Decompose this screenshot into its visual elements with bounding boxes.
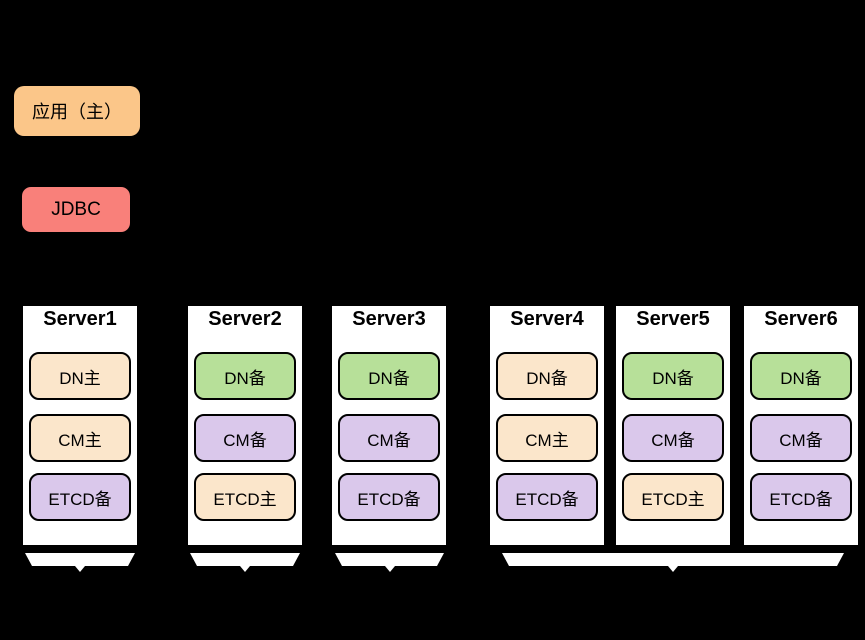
component-box: ETCD备 (750, 473, 852, 521)
component-box: CM备 (194, 414, 296, 462)
jdbc-to-server1-arrow-line (76, 232, 78, 340)
brace-icon (502, 553, 844, 566)
component-box: CM主 (29, 414, 131, 462)
component-box: ETCD主 (622, 473, 724, 521)
component-box: ETCD备 (496, 473, 598, 521)
component-box: DN备 (338, 352, 440, 400)
component-box: DN备 (194, 352, 296, 400)
brace-notch-icon (384, 566, 395, 572)
component-box: DN主 (29, 352, 131, 400)
component-box: ETCD备 (338, 473, 440, 521)
component-box: DN备 (750, 352, 852, 400)
component-box: CM备 (338, 414, 440, 462)
component-box: CM备 (622, 414, 724, 462)
server-title: Server6 (764, 308, 838, 330)
brace-icon (190, 553, 300, 566)
server-title: Server4 (510, 308, 584, 330)
server-title: Server3 (352, 308, 426, 330)
jdbc-box: JDBC (22, 187, 130, 232)
component-box: DN备 (496, 352, 598, 400)
component-box: DN备 (622, 352, 724, 400)
brace-notch-icon (668, 566, 678, 572)
server-title: Server1 (43, 308, 117, 330)
component-box: ETCD主 (194, 473, 296, 521)
server-title: Server2 (208, 308, 282, 330)
server-title: Server5 (636, 308, 710, 330)
brace-icon (335, 553, 444, 566)
app-main-box: 应用（主） (14, 86, 140, 136)
component-box: ETCD备 (29, 473, 131, 521)
brace-icon (25, 553, 135, 566)
component-box: CM主 (496, 414, 598, 462)
component-box: CM备 (750, 414, 852, 462)
brace-notch-icon (75, 566, 85, 572)
brace-notch-icon (240, 566, 250, 572)
